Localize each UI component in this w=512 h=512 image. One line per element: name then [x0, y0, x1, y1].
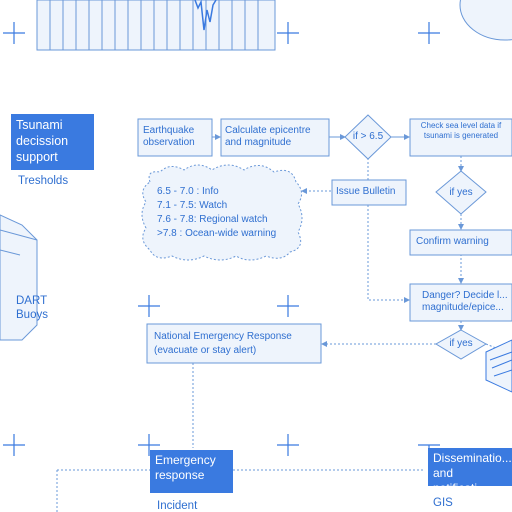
issue-bulletin-text: Issue Bulletin — [336, 186, 396, 197]
emergency-response-box[interactable]: Emergency response — [150, 450, 233, 493]
threshold-item: 6.5 - 7.0 : Info — [157, 186, 219, 197]
check-sea-level-text: Check sea level data if tsunami is gener… — [420, 121, 502, 140]
tresholds-label: Tresholds — [18, 175, 69, 187]
earthquake-observation-text: Earthquake observation — [143, 125, 195, 148]
dart-buoy-graphic — [0, 214, 38, 341]
threshold-item: >7.8 : Ocean-wide warning — [157, 228, 277, 239]
if-yes-text-1: if yes — [449, 187, 473, 198]
danger-decide-text: Danger? Decide l... magnitude/epice... — [422, 290, 508, 313]
national-emergency-title: National Emergency Response — [154, 331, 292, 342]
threshold-item: 7.1 - 7.5: Watch — [157, 200, 228, 211]
if-yes-diamond-1[interactable] — [435, 170, 487, 215]
dart-buoys-label: DART Buoys — [16, 295, 48, 321]
issue-bulletin-box[interactable] — [331, 179, 407, 206]
seismogram-graphic — [36, 0, 276, 51]
if-yes-text-2: if yes — [449, 338, 473, 349]
confirm-warning-text: Confirm warning — [416, 236, 489, 247]
gis-label: GIS — [433, 497, 453, 509]
dissemination-box[interactable]: Disseminatio... and notificati... — [428, 448, 512, 486]
national-emergency-subtitle: (evacuate or stay alert) — [154, 345, 257, 356]
calculate-epicentre-box[interactable] — [220, 118, 330, 157]
danger-decide-box[interactable] — [409, 283, 512, 322]
globe-graphic — [459, 0, 512, 41]
if-yes-diamond-2[interactable] — [435, 329, 487, 360]
if-65-diamond[interactable] — [344, 114, 392, 160]
check-sea-level-box[interactable] — [409, 118, 512, 157]
thresholds-cloud — [141, 164, 303, 261]
confirm-warning-box[interactable] — [409, 229, 512, 256]
incident-label: Incident — [157, 500, 198, 512]
if-65-text: if > 6.5 — [352, 131, 384, 142]
earthquake-observation-box[interactable] — [137, 118, 213, 157]
ship-graphic — [485, 339, 512, 393]
threshold-item: 7.6 - 7.8: Regional watch — [157, 214, 268, 225]
calculate-epicentre-text: Calculate epicentre and magnitude — [225, 125, 311, 148]
national-emergency-box[interactable] — [146, 323, 322, 364]
decision-support-header: Tsunami decission support — [11, 114, 94, 170]
